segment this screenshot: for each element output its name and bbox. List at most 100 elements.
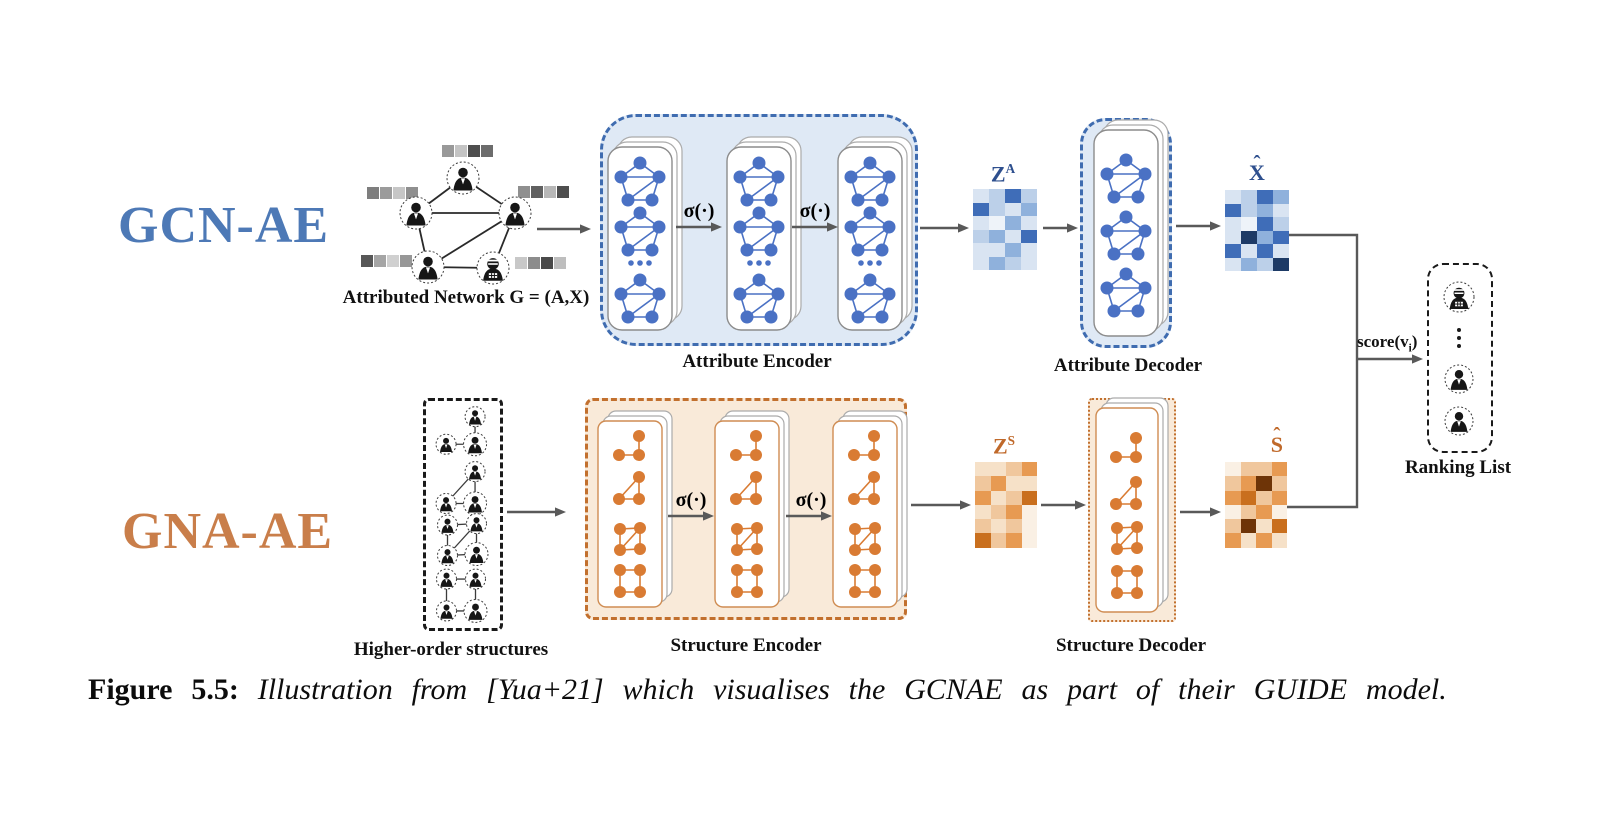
sigma-label: σ(·) <box>683 200 715 222</box>
heatmap-cell <box>973 189 989 203</box>
anomalous-person-icon <box>1443 281 1475 313</box>
heatmap-cell <box>1240 533 1256 548</box>
attribute-encoder-label: Attribute Encoder <box>682 351 832 372</box>
arrow <box>786 511 832 521</box>
heatmap-cell <box>975 490 991 505</box>
heatmap-cell <box>1005 229 1021 243</box>
heatmap-cell <box>1225 462 1241 477</box>
zs-heatmap <box>975 462 1037 548</box>
ellipsis-dots <box>747 260 753 266</box>
arrow <box>1357 354 1423 364</box>
structure-decoder-label: Structure Decoder <box>1055 635 1207 656</box>
heatmap-cell <box>1240 476 1256 491</box>
motif-glyph <box>1111 565 1143 599</box>
person-icon <box>411 250 445 284</box>
arrow <box>1043 223 1078 233</box>
heatmap-cell <box>1257 230 1273 244</box>
heatmap-cell <box>1241 244 1257 258</box>
ellipsis-dots <box>1457 336 1461 340</box>
arrow <box>792 222 838 232</box>
heatmap-cell <box>1257 203 1273 217</box>
heatmap-cell <box>1273 203 1289 217</box>
heatmap-cell <box>990 533 1006 548</box>
ellipsis-dots <box>858 260 864 266</box>
person-icon <box>1444 364 1474 394</box>
heatmap-cell <box>1005 216 1021 230</box>
attribute-bar-cell <box>515 257 527 269</box>
heatmap-cell <box>1021 229 1037 243</box>
heatmap-cell <box>1241 203 1257 217</box>
person-icon <box>437 514 458 536</box>
motif-glyph <box>613 471 645 505</box>
heatmap-cell <box>1021 490 1037 505</box>
heatmap-cell <box>1005 256 1021 270</box>
heatmap-cell <box>1240 519 1256 534</box>
person-icon <box>435 433 457 455</box>
attribute-bar-cell <box>367 187 379 199</box>
heatmap-cell <box>989 189 1005 203</box>
heatmap-cell <box>1241 190 1257 204</box>
heatmap-cell <box>1257 190 1273 204</box>
heatmap-cell <box>1256 533 1272 548</box>
graph-glyph <box>1100 153 1152 204</box>
heatmap-cell <box>1225 190 1241 204</box>
heatmap-cell <box>1257 217 1273 231</box>
person-icon <box>464 542 489 567</box>
ellipsis-dots <box>1457 344 1461 348</box>
graph-glyph <box>1100 267 1152 318</box>
motif-glyph <box>731 564 763 598</box>
graph-glyph <box>614 156 666 207</box>
graph-glyph <box>733 206 785 257</box>
person-icon <box>466 513 487 535</box>
heatmap-cell <box>1005 202 1021 216</box>
heatmap-cell <box>1241 257 1257 271</box>
heatmap-cell <box>1005 189 1021 203</box>
heatmap-cell <box>1257 244 1273 258</box>
heatmap-cell <box>1273 230 1289 244</box>
sigma-label: σ(·) <box>799 200 831 222</box>
heatmap-cell <box>1273 217 1289 231</box>
person-icon <box>436 568 457 590</box>
arrow <box>676 222 722 232</box>
motif-glyph <box>849 522 881 556</box>
heatmap-cell <box>1021 519 1037 534</box>
person-icon <box>463 598 488 623</box>
zs-label: ZS <box>992 433 1016 459</box>
heatmap-cell <box>973 202 989 216</box>
ellipsis-dots <box>765 260 771 266</box>
heatmap-cell <box>1021 504 1037 520</box>
figure-label: Figure 5.5: <box>88 673 239 706</box>
ranking-list-label: Ranking List <box>1404 457 1512 478</box>
anomalous-person-icon <box>476 251 510 285</box>
heatmap-cell <box>1273 190 1289 204</box>
heatmap-cell <box>1006 462 1022 477</box>
heatmap-cell <box>1256 519 1272 534</box>
heatmap-cell <box>1006 476 1022 491</box>
arrow <box>507 507 566 517</box>
heatmap-cell <box>1006 504 1022 520</box>
arrow <box>1180 507 1221 517</box>
shat-heatmap <box>1225 462 1287 548</box>
arrow <box>668 511 714 521</box>
attribute-bar-cell <box>393 187 405 199</box>
arrow <box>1176 221 1221 231</box>
gcn-ae-title: GCN-AE <box>118 197 330 254</box>
heatmap-cell <box>1225 476 1241 491</box>
motif-glyph <box>730 471 762 505</box>
heatmap-cell <box>989 216 1005 230</box>
heatmap-cell <box>973 256 989 270</box>
person-icon <box>464 406 486 428</box>
heatmap-cell <box>975 462 991 477</box>
heatmap-cell <box>990 490 1006 505</box>
attribute-bar-cell <box>554 257 566 269</box>
motif-glyph <box>731 522 763 556</box>
heatmap-cell <box>1271 462 1287 477</box>
person-icon <box>437 545 458 566</box>
heatmap-cell <box>1021 189 1037 203</box>
heatmap-cell <box>1271 504 1287 520</box>
motif-glyph <box>848 471 880 505</box>
graph-glyph <box>733 156 785 207</box>
heatmap-cell <box>1225 490 1241 505</box>
attribute-bar-cell <box>528 257 540 269</box>
